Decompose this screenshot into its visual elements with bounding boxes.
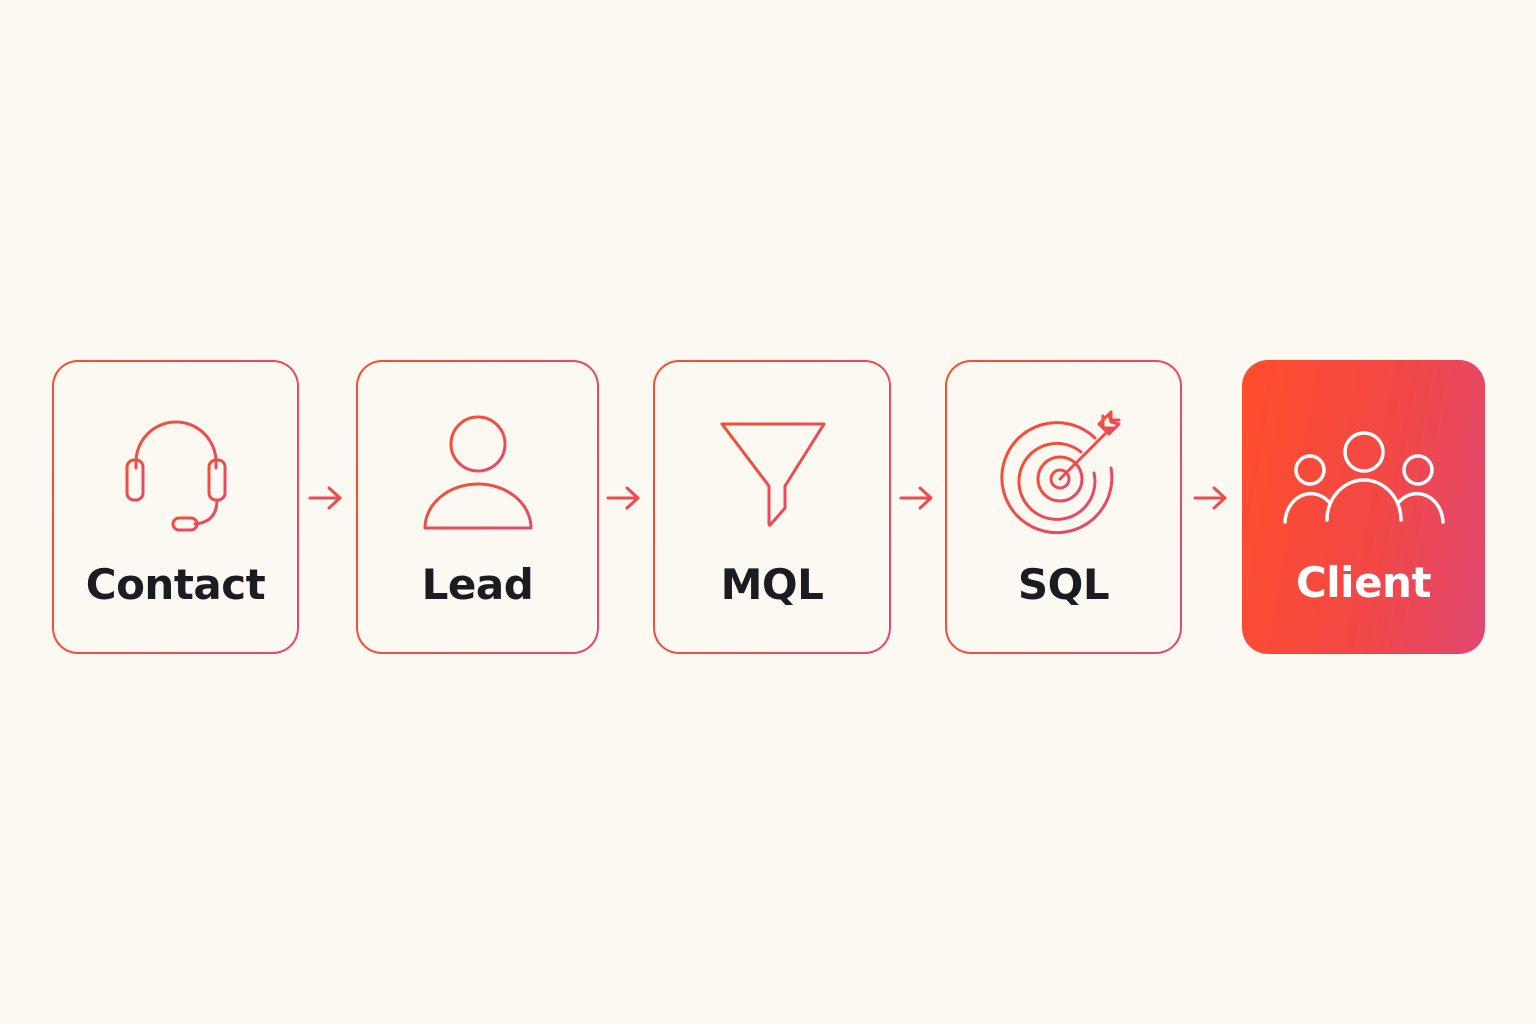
stage-label: Lead	[421, 560, 534, 609]
stage-contact: Contact	[52, 360, 299, 654]
arrow-right-icon	[605, 483, 643, 513]
arrow-right-icon	[307, 483, 345, 513]
stage-label: MQL	[720, 560, 824, 609]
stage-label: SQL	[1017, 560, 1110, 609]
users-group-icon	[1282, 404, 1445, 534]
target-icon	[999, 406, 1129, 536]
arrow-right-icon	[898, 483, 936, 513]
headset-icon	[111, 406, 241, 536]
stage-label: Contact	[85, 560, 266, 609]
stage-label: Client	[1295, 558, 1432, 607]
stage-lead: Lead	[356, 360, 599, 654]
stage-mql: MQL	[653, 360, 891, 654]
arrow-right-icon	[1192, 483, 1230, 513]
user-icon	[413, 406, 543, 536]
stage-client: Client	[1242, 360, 1485, 654]
stage-sql: SQL	[945, 360, 1182, 654]
funnel-icon	[707, 406, 837, 536]
